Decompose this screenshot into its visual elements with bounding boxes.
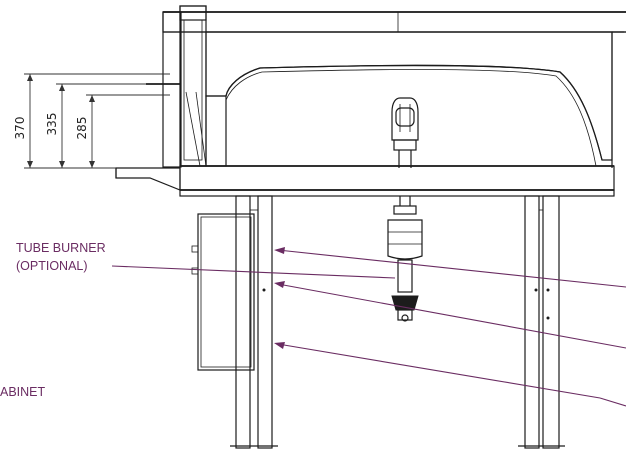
dimension-lines: [24, 73, 180, 169]
control-cabinet: [191, 213, 255, 371]
dim-285: 285: [75, 117, 89, 140]
dimension-labels: 370 335 285: [13, 113, 89, 140]
tube-burner-label-line1: TUBE BURNER: [16, 241, 106, 255]
dome-insulation: [205, 31, 624, 168]
cabinet-label: ABINET: [0, 385, 46, 399]
front-shelf: [115, 167, 181, 191]
oven-chamber: [225, 69, 597, 167]
tube-burner-label-line2: (OPTIONAL): [16, 259, 88, 273]
dim-370: 370: [13, 117, 27, 140]
oven-floor-slab: [179, 165, 615, 191]
callout-labels: TUBE BURNER (OPTIONAL) ABINET: [0, 241, 106, 399]
stand-frame: [179, 189, 615, 449]
tube-burner-optional: [387, 196, 423, 322]
dome-burner-assembly: [391, 97, 419, 168]
dim-335: 335: [45, 113, 59, 136]
flue-chimney: [179, 5, 227, 167]
leader-lines: [111, 247, 626, 407]
